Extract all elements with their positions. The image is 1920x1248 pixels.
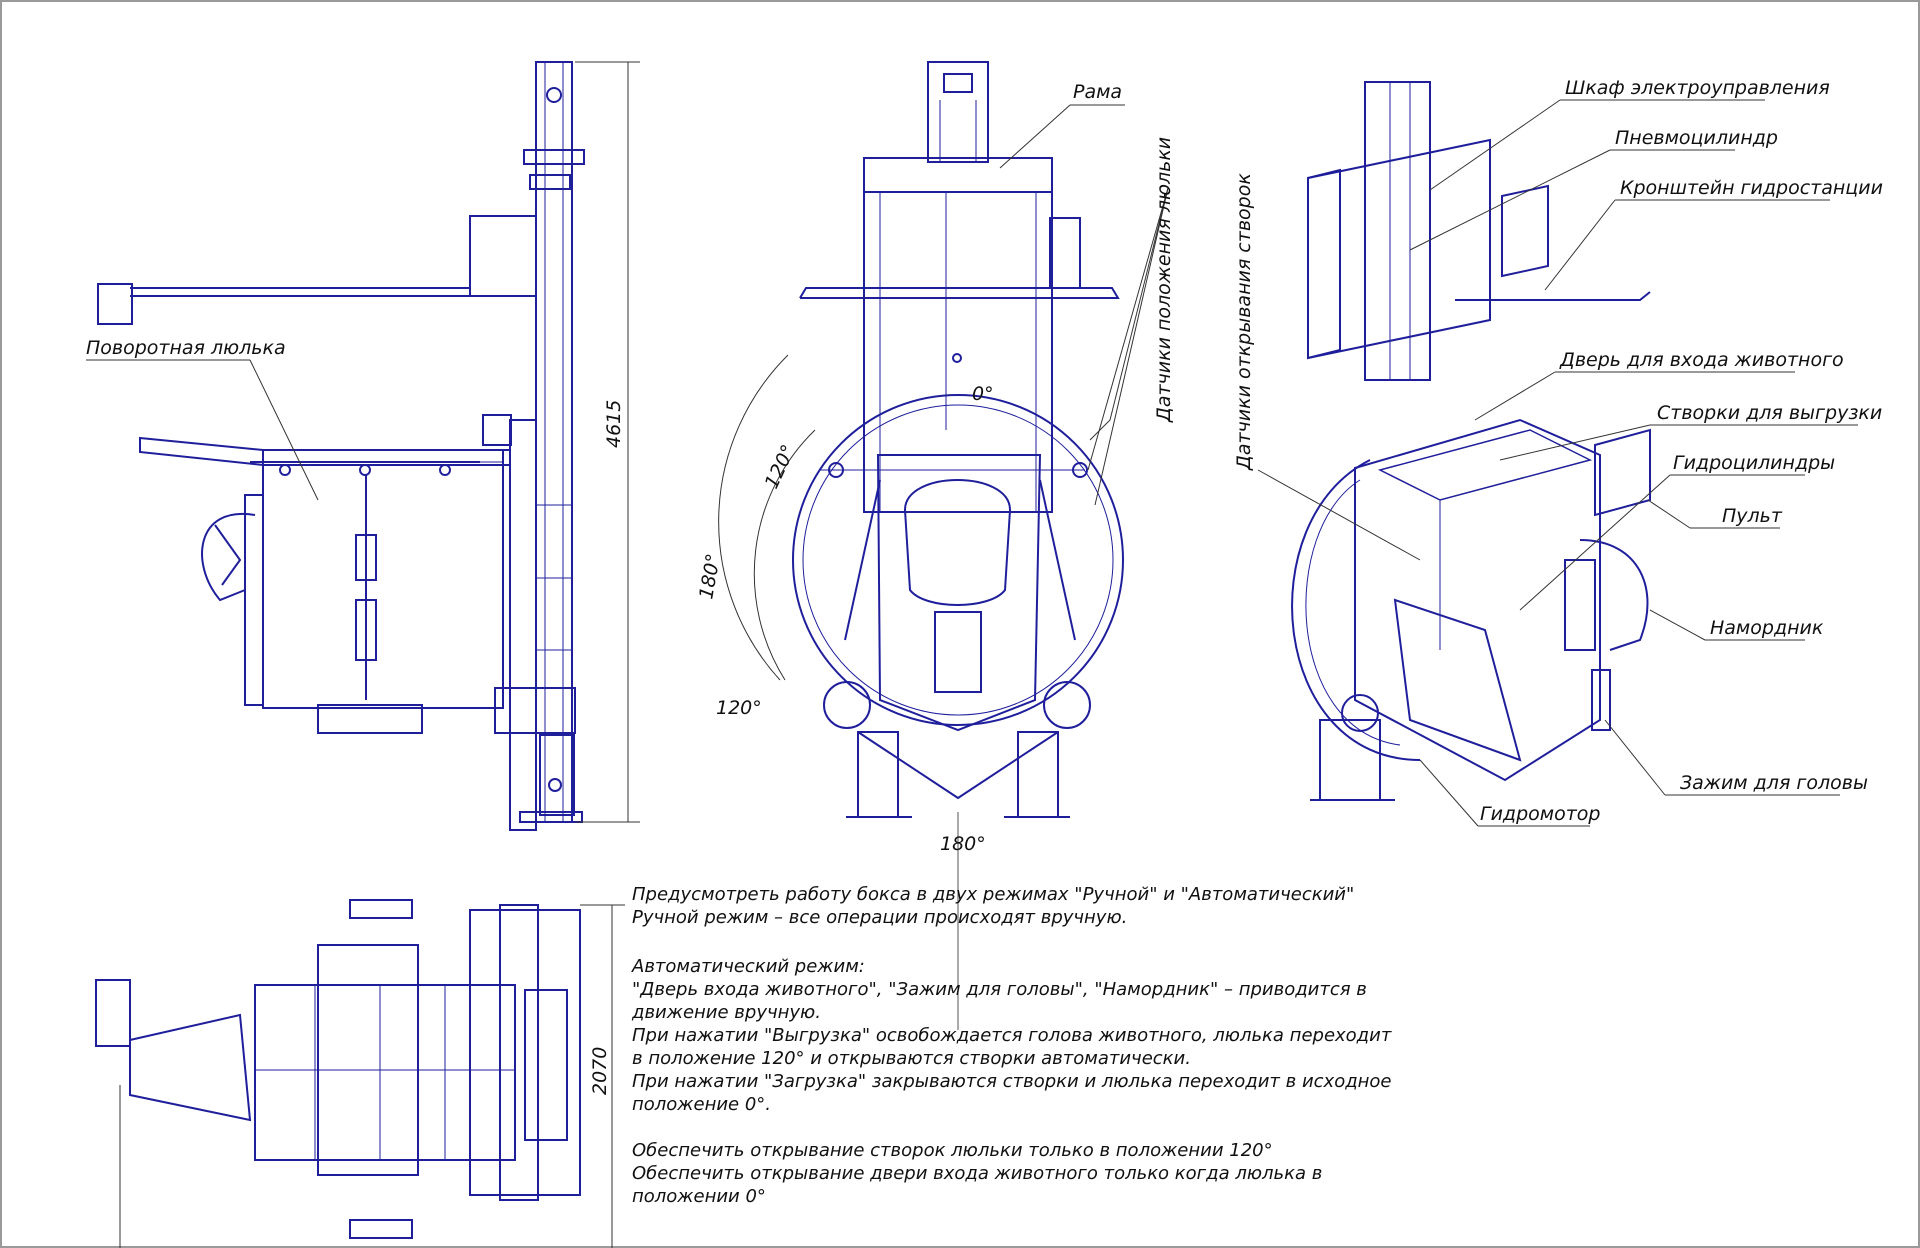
dimension-height: 4615 [603, 400, 625, 448]
callout-control-panel: Пульт [1722, 505, 1783, 527]
angle-180-bottom: 180° [940, 833, 986, 855]
callout-animal-entry-door: Дверь для входа животного [1559, 349, 1844, 371]
callout-head-clamp: Зажим для головы [1680, 772, 1868, 794]
angle-180-left: 180° [695, 552, 725, 601]
callout-muzzle: Намордник [1710, 617, 1824, 639]
note-line: Обеспечить открывание створок люльки тол… [632, 1140, 1273, 1161]
note-line: При нажатии "Выгрузка" освобождается гол… [632, 1025, 1392, 1046]
callout-hydro-station-bracket: Кронштейн гидростанции [1620, 177, 1883, 199]
angle-120-lower: 120° [716, 697, 762, 719]
label-position-sensors: Датчики положения люльки [1153, 137, 1175, 423]
note-line: Предусмотреть работу бокса в двух режима… [632, 884, 1354, 905]
note-line: Обеспечить открывание двери входа животн… [632, 1163, 1322, 1184]
note-line: положении 0° [632, 1186, 766, 1207]
label-flap-sensors: Датчики открывания створок [1233, 173, 1255, 471]
callout-unloading-flaps: Створки для выгрузки [1657, 402, 1882, 424]
callout-hydromotor: Гидромотор [1480, 803, 1600, 825]
note-line: движение вручную. [631, 1002, 821, 1023]
note-line: положение 0°. [632, 1094, 771, 1115]
requirements-notes: Предусмотреть работу бокса в двух режима… [631, 884, 1392, 1207]
note-line: "Дверь входа животного", "Зажим для голо… [632, 979, 1367, 1000]
label-rotary-cradle: Поворотная люлька [86, 337, 286, 359]
note-line: При нажатии "Загрузка" закрываются створ… [632, 1071, 1392, 1092]
note-line: Автоматический режим: [631, 956, 865, 977]
note-line: Ручной режим – все операции происходят в… [632, 907, 1127, 928]
label-frame: Рама [1073, 81, 1122, 103]
side-view [86, 61, 640, 831]
dimension-width: 2070 [589, 1047, 611, 1095]
callout-hydraulic-cylinders: Гидроцилиндры [1673, 452, 1835, 474]
top-view [95, 899, 625, 1248]
front-view [718, 61, 1169, 1030]
note-line: в положение 120° и открываются створки а… [632, 1048, 1191, 1069]
angle-120-upper: 120° [761, 441, 800, 492]
callout-pneumatic-cylinder: Пневмоцилиндр [1615, 127, 1778, 149]
angle-0: 0° [972, 383, 994, 405]
isometric-view [1257, 81, 1858, 827]
callout-electrical-cabinet: Шкаф электроуправления [1565, 77, 1830, 99]
